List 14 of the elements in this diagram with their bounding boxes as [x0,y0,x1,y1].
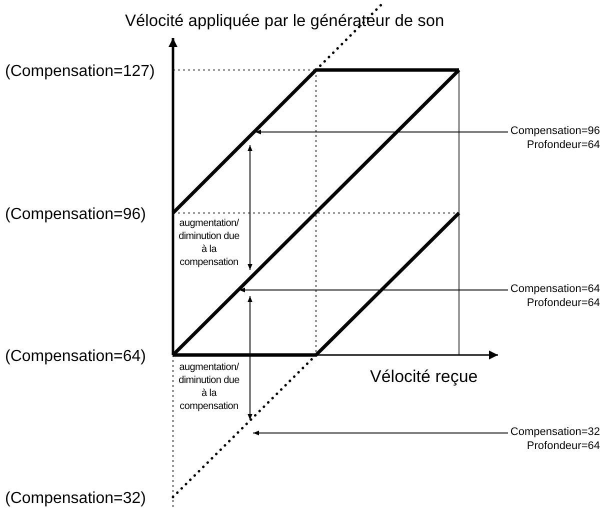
axis-title: Vélocité reçue [370,368,478,386]
axis-label: (Compensation=64) [5,348,146,366]
annotation-text: augmentation/ diminution due à la compensation [178,361,240,413]
leader-line [254,130,508,134]
axis-label: (Compensation=127) [5,63,155,81]
annotation-text: augmentation/ diminution due à la compensation [178,217,240,269]
callout-text: Compensation=64 Profondeur=64 [510,282,600,310]
leader-line [252,430,508,436]
axis-title: Vélocité appliquée par le générateur de son [125,12,444,30]
callout-text: Compensation=96 Profondeur=64 [510,124,600,152]
leader-line [238,288,508,292]
axis-label: (Compensation=96) [5,206,146,224]
axis-label: (Compensation=32) [5,490,146,508]
callout-text: Compensation=32 Profondeur=64 [510,425,600,453]
